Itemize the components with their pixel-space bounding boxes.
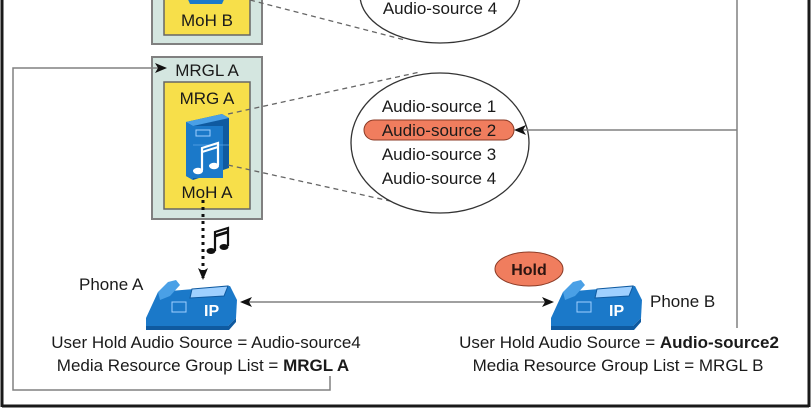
svg-text:IP: IP (609, 303, 624, 320)
moh-a-label: MoH A (181, 183, 233, 202)
phone-b-icon: IP (551, 280, 642, 330)
music-note-icon (206, 226, 230, 254)
phone-a-icon: IP (146, 280, 237, 330)
svg-text:Hold: Hold (511, 262, 547, 279)
audio-source-b-item: Audio-source 4 (383, 0, 497, 18)
audio-source-3: Audio-source 3 (382, 145, 496, 164)
hold-badge: Hold (494, 251, 564, 287)
audio-source-1: Audio-source 1 (382, 97, 496, 116)
phone-b-mrgl: Media Resource Group List = MRGL B (473, 356, 764, 375)
phone-b-name: Phone B (650, 292, 715, 311)
audio-sources-a-ellipse (350, 72, 530, 214)
mrgl-a-label: MRGL A (175, 61, 239, 80)
mrg-b-box (163, 0, 251, 36)
dashed-connector-a-top (227, 71, 421, 115)
audio-source-2: Audio-source 2 (382, 121, 496, 140)
audio-sources-a: Audio-source 1 Audio-source 2 Audio-sour… (350, 72, 530, 214)
audio-sources-b-ellipse (359, 0, 521, 44)
phone-a-hold-source: User Hold Audio Source = Audio-source4 (51, 333, 361, 352)
svg-text:IP: IP (204, 303, 219, 320)
dashed-connector-a-bottom (227, 164, 409, 206)
moh-server-icon (186, 114, 229, 180)
moh-b-server-icon (188, 0, 224, 4)
moh-b-label: MoH B (181, 11, 233, 30)
mrgl-b-group: MoH B (151, 0, 263, 45)
phone-a-name: Phone A (79, 275, 144, 294)
phone-b-hold-source: User Hold Audio Source = Audio-source2 (459, 333, 779, 352)
audio-source-4: Audio-source 4 (382, 169, 496, 188)
mrgl-a-group: MRGL A MRG A MoH A (151, 56, 263, 220)
mrgl-a-loop-line (12, 63, 331, 391)
mrg-a-label: MRG A (180, 89, 235, 108)
phone-a-mrgl: Media Resource Group List = MRGL A (57, 356, 349, 375)
